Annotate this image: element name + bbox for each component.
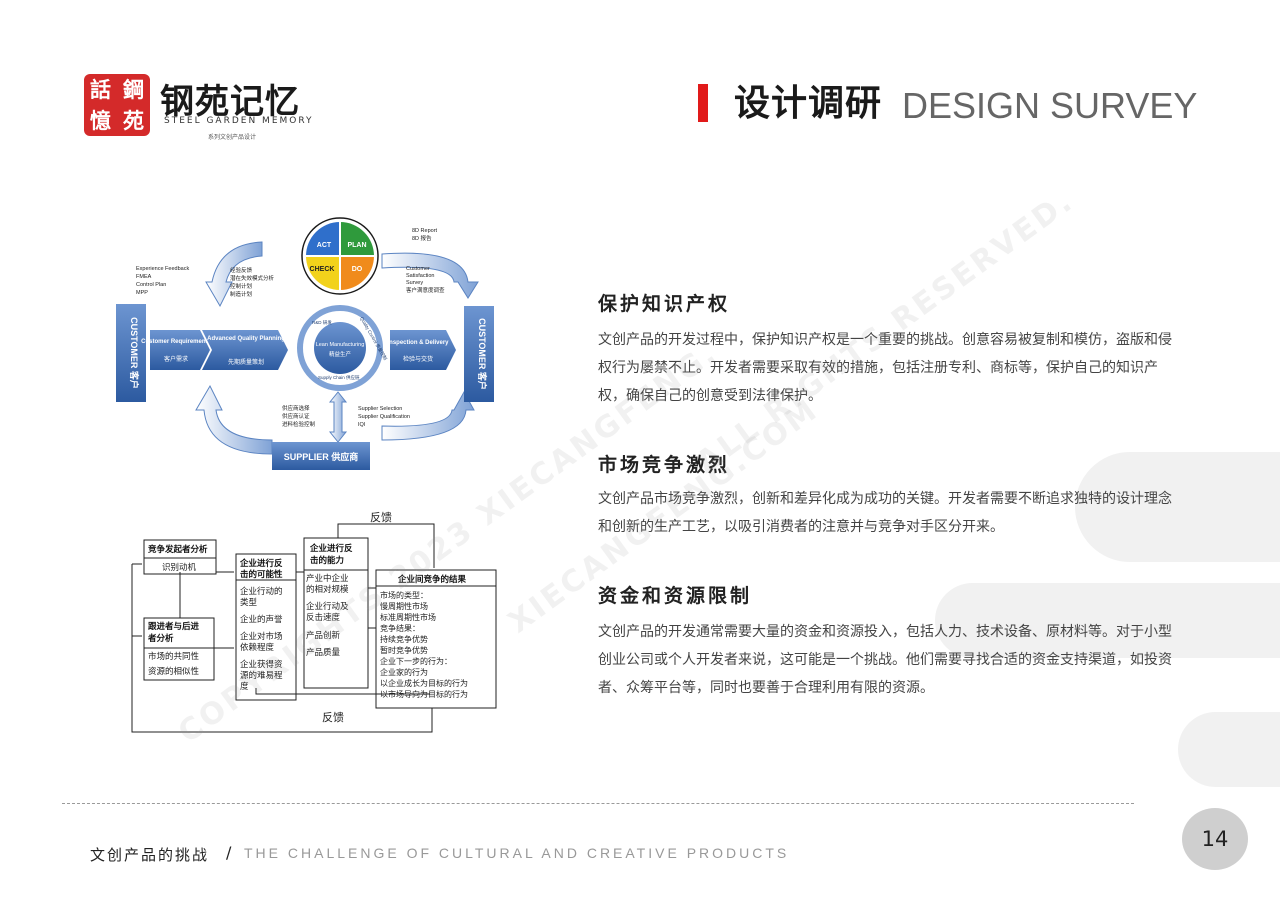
supplier-box (272, 442, 370, 470)
box5-body: 市场的类型： 慢周期性市场 标准周期性市场 竞争结果： 持续竞争优势 暂时竞争优… (380, 590, 471, 699)
supplier-notes-en: Supplier Selection Supplier Qualificatio… (358, 406, 412, 428)
report-notes: 8D Report 8D 报告 (412, 228, 439, 242)
feedback-bottom-label: 反馈 (322, 711, 344, 724)
competition-diagram: 反馈 反馈 竞争发起者分析 识别动机 跟进者与后进 者分析 市场的共同性 资源的… (131, 511, 497, 733)
page-number: 14 (1182, 808, 1248, 870)
seal-char: 話 (90, 77, 111, 102)
arrow-feedback-right (381, 252, 479, 299)
aqp-cn: 先期质量策划 (228, 358, 264, 366)
title-accent-bar (698, 84, 708, 122)
requirements-chevron (150, 330, 210, 370)
quality-flow-diagram: CUSTOMER 客户 CUSTOMER 客户 Customer Require… (116, 217, 494, 470)
section-heading-competition: 市场竞争激烈 (598, 454, 731, 476)
aqp-en: Advanced Quality Planning (207, 336, 285, 342)
customer-left-box (116, 304, 146, 402)
box1-body: 识别动机 (162, 562, 197, 573)
logo-seal: 話 鋼 憶 苑 (84, 74, 150, 136)
logo-name-en: STEEL GARDEN MEMORY (164, 116, 314, 126)
decor-band-3 (1178, 712, 1280, 787)
arrow-supplier-left (195, 384, 273, 455)
supply-label: Supply Chain 供应链 (318, 374, 360, 381)
supplier-notes-cn: 供应商选择 供应商认证 进料检验控制 (282, 404, 316, 428)
footer-label-cn: 文创产品的挑战 (90, 846, 210, 864)
inspection-chevron (390, 330, 456, 370)
lean-cn: 精益生产 (329, 350, 352, 358)
survey-notes: Customer Satisfaction Survey 客户满意度调查 (406, 266, 445, 294)
rd-label: R&D 研发 (312, 319, 332, 326)
footer-label-en: THE CHALLENGE OF CULTURAL AND CREATIVE P… (244, 845, 790, 861)
feedback-top-label: 反馈 (370, 511, 392, 524)
box2-body: 市场的共同性 资源的相似性 (148, 651, 202, 677)
seal-char: 苑 (123, 108, 144, 133)
requirements-cn: 客户需求 (164, 355, 188, 363)
seal-char: 憶 (90, 108, 111, 133)
feedback-bottom-line (131, 564, 433, 733)
aqp-chevron (202, 330, 288, 370)
seal-char: 鋼 (123, 77, 144, 102)
box4-body: 产业中企业 的相对规模 企业行动及 反击速度 产品创新 产品质量 (306, 573, 351, 658)
box1-title: 竞争发起者分析 (147, 544, 208, 555)
customer-left-label: CUSTOMER 客户 (129, 317, 140, 389)
left-notes-en: Experience Feedback FMEA Control Plan MP… (136, 266, 191, 296)
customer-right-label: CUSTOMER 客户 (477, 318, 488, 390)
decor-band-2 (935, 583, 1280, 658)
inspection-cn: 检验与交货 (403, 355, 433, 363)
decor-band-1 (1075, 452, 1280, 562)
section-body-funding: 文创产品的开发通常需要大量的资金和资源投入，包括人力、技术设备、原材料等。对于小… (598, 624, 1172, 696)
box3-body: 企业行动的 类型 企业的声誉 企业对市场 依赖程度 企业获得资 源的难易程 度 (240, 586, 285, 692)
feedback-top-line (337, 523, 435, 568)
page-title-en: DESIGN SURVEY (902, 85, 1198, 126)
box5-title: 企业间竞争的结果 (397, 574, 467, 585)
box2-title: 跟进者与后进 者分析 (147, 621, 202, 644)
pdca-plan (340, 222, 374, 256)
pdca-act-label: ACT (317, 242, 332, 249)
section-heading-ip: 保护知识产权 (598, 293, 731, 315)
supplier-label: SUPPLIER 供应商 (284, 451, 359, 462)
footer-slash: / (226, 843, 232, 862)
pdca-do (340, 256, 374, 290)
pdca-check-label: CHECK (310, 266, 335, 273)
lean-core (314, 322, 366, 374)
section-body-ip: 文创产品的开发过程中，保护知识产权是一个重要的挑战。创意容易被复制和模仿，盗版和… (598, 332, 1172, 404)
page-title-cn: 设计调研 (734, 83, 883, 124)
logo-name-cn: 钢苑记忆 (160, 82, 300, 122)
box3-title: 企业进行反 击的可能性 (239, 558, 285, 580)
box4-title: 企业进行反 击的能力 (309, 543, 355, 566)
supplier-link-arrow (328, 391, 348, 443)
section-heading-funding: 资金和资源限制 (598, 585, 753, 607)
pdca-do-label: DO (352, 266, 363, 273)
inspection-en: Inspection & Delivery (387, 340, 449, 346)
section-body-competition: 文创产品市场竞争激烈，创新和差异化成为成功的关键。开发者需要不断追求独特的设计理… (598, 491, 1172, 535)
left-notes-cn: 经验反馈 潜在失效模式分析 控制计划 制造计划 (230, 266, 276, 298)
pdca-plan-label: PLAN (347, 242, 366, 249)
pdca-check (306, 256, 340, 290)
pdca-act (306, 222, 340, 256)
arrow-feedback-left (205, 241, 263, 308)
footer-divider (62, 803, 1134, 804)
requirements-en: Customer Requirements (141, 339, 211, 345)
lean-en: Lean Manufacturing (316, 342, 365, 348)
logo-subtitle: 系列文创产品设计 (208, 134, 257, 141)
customer-right-box (464, 306, 494, 402)
